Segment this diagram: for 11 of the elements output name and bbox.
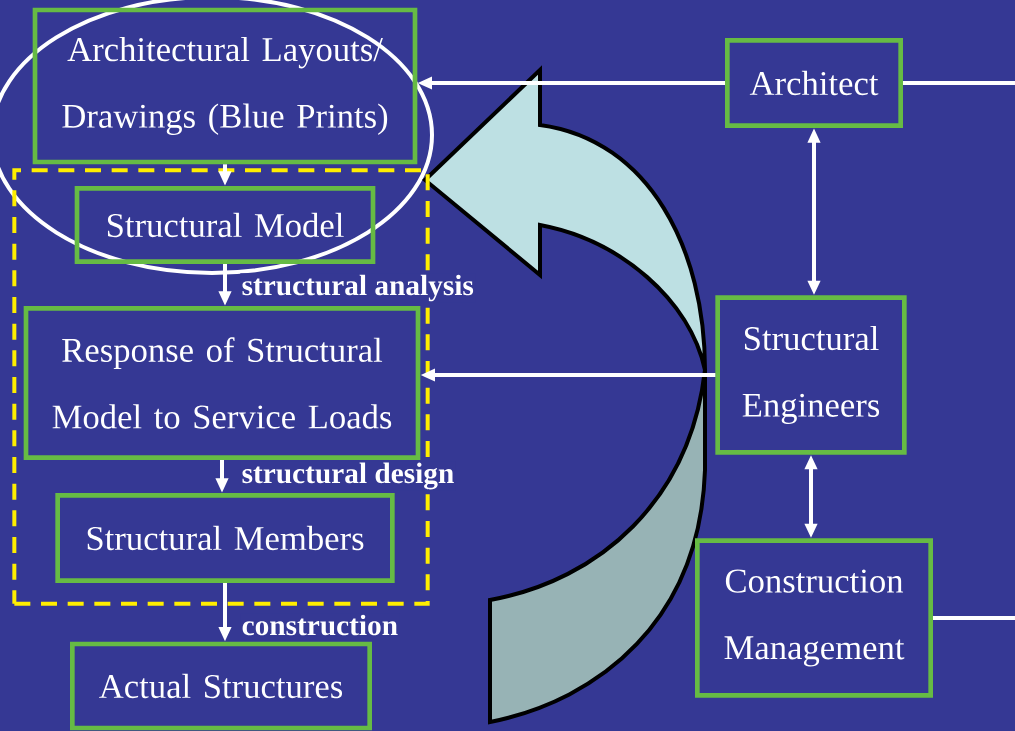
edge-label: structural design xyxy=(240,461,456,491)
edge-label: construction xyxy=(240,613,400,637)
process-box: Architectural Layouts/ Drawings (Blue Prints) xyxy=(32,7,418,165)
process-box: Structural Members xyxy=(55,493,395,583)
process-box: Structural Model xyxy=(74,186,376,264)
process-box: Response of Structural Model to Service Loads xyxy=(23,306,421,460)
process-box: Architect xyxy=(725,38,903,128)
process-box: Structural Engineers xyxy=(715,295,907,455)
edge-label: structural analysis xyxy=(240,273,476,303)
process-box: Construction Management xyxy=(695,538,933,698)
process-box: Actual Structures xyxy=(70,641,372,731)
